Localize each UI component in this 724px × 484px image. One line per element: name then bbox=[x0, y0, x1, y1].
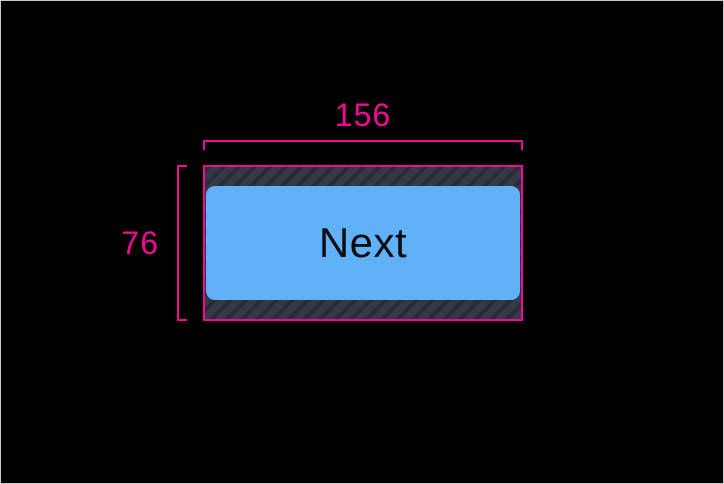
touch-target-overlay: Next bbox=[203, 165, 523, 321]
width-dimension-bracket bbox=[203, 140, 523, 150]
next-button[interactable]: Next bbox=[206, 186, 520, 300]
height-dimension-label: 76 bbox=[121, 225, 159, 261]
width-dimension-label: 156 bbox=[334, 97, 392, 133]
height-dimension-bracket bbox=[177, 165, 187, 321]
